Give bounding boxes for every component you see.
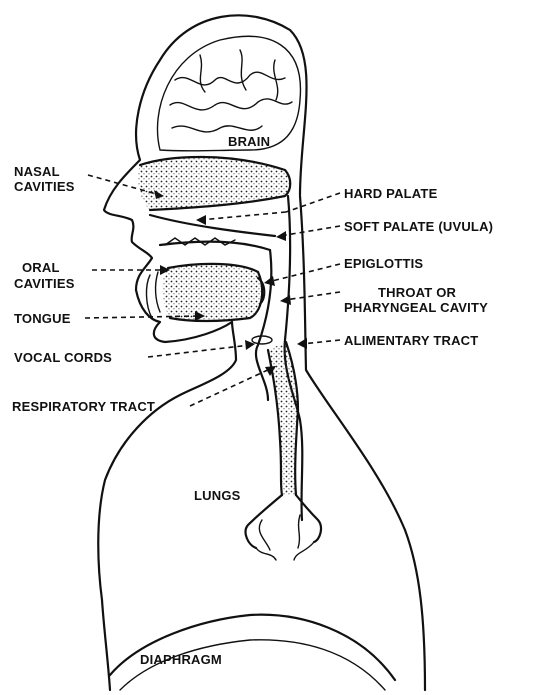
label-nasal-cavities-2: CAVITIES — [14, 179, 75, 194]
label-alimentary-tract: ALIMENTARY TRACT — [344, 333, 478, 348]
label-vocal-cords: VOCAL CORDS — [14, 350, 112, 365]
vocal-cords — [252, 336, 272, 344]
diaphragm — [110, 615, 395, 680]
label-respiratory-tract: RESPIRATORY TRACT — [12, 399, 155, 414]
label-throat-1: THROAT OR — [378, 285, 457, 300]
label-oral-cavities-2: CAVITIES — [14, 276, 75, 291]
bronchi — [246, 495, 321, 560]
label-tongue: TONGUE — [14, 311, 71, 326]
label-nasal-cavities-1: NASAL — [14, 164, 60, 179]
label-oral-cavities-1: ORAL — [22, 260, 60, 275]
label-lungs: LUNGS — [194, 488, 241, 503]
label-epiglottis: EPIGLOTTIS — [344, 256, 423, 271]
label-throat-2: PHARYNGEAL CAVITY — [344, 300, 488, 315]
label-soft-palate: SOFT PALATE (UVULA) — [344, 219, 493, 234]
label-brain: BRAIN — [228, 134, 270, 149]
label-hard-palate: HARD PALATE — [344, 186, 438, 201]
label-diaphragm: DIAPHRAGM — [140, 652, 222, 667]
